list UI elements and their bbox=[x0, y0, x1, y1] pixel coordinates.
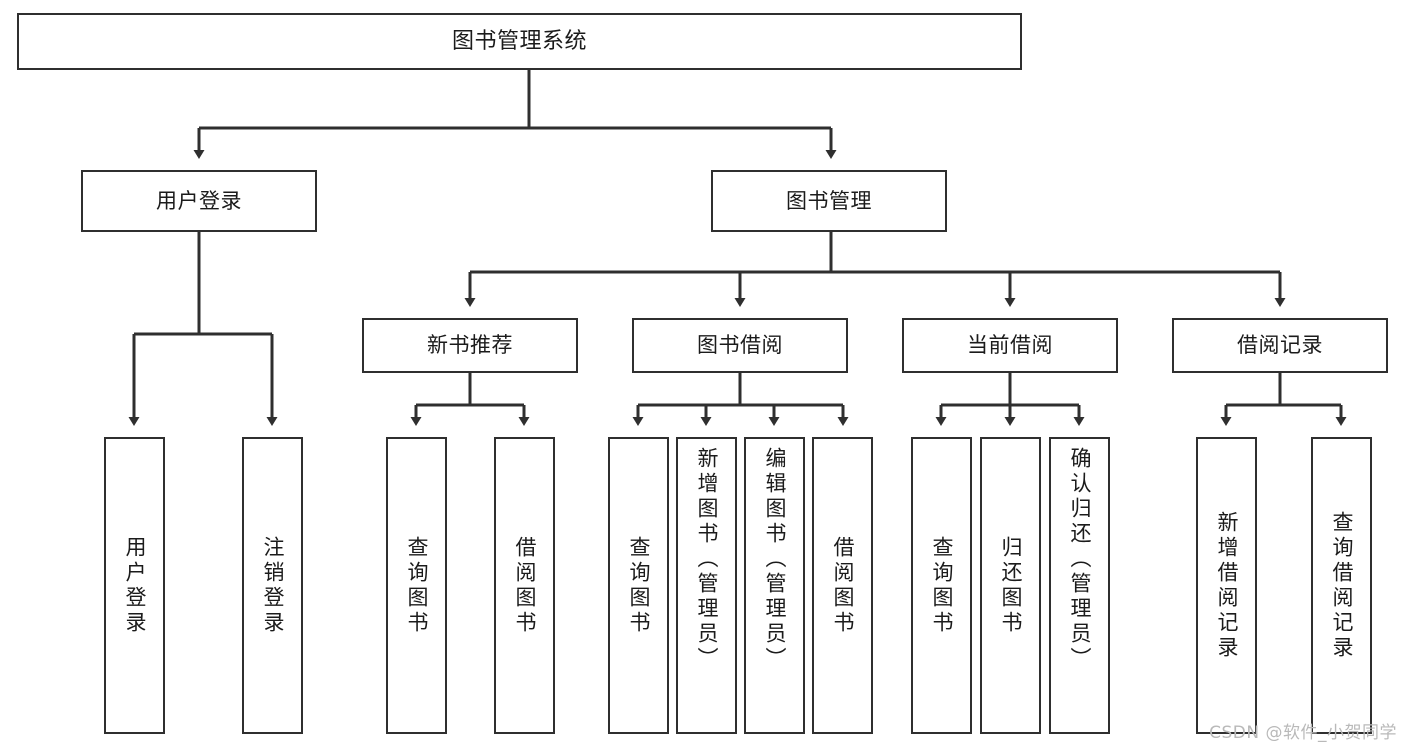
node-user-login-label: 用户登录 bbox=[156, 188, 242, 213]
node-cb-return-book[interactable]: 归还图书 bbox=[980, 437, 1041, 734]
node-bb-borrow-book-label: 借阅图书 bbox=[831, 535, 855, 636]
node-cb-query-book-label: 查询图书 bbox=[930, 535, 954, 636]
node-br-query-record[interactable]: 查询借阅记录 bbox=[1311, 437, 1372, 734]
node-root[interactable]: 图书管理系统 bbox=[17, 13, 1022, 70]
node-user-logout-label: 注销登录 bbox=[261, 535, 285, 636]
node-user-logout[interactable]: 注销登录 bbox=[242, 437, 303, 734]
node-nbr-query-book[interactable]: 查询图书 bbox=[386, 437, 447, 734]
node-root-label: 图书管理系统 bbox=[451, 28, 587, 54]
node-bb-add-book[interactable]: 新增图书（管理员） bbox=[676, 437, 737, 734]
node-cb-confirm-return-label: 确认归还（管理员） bbox=[1068, 447, 1092, 672]
node-book-manage[interactable]: 图书管理 bbox=[711, 170, 947, 232]
node-current-borrow-label: 当前借阅 bbox=[967, 333, 1053, 358]
node-borrow-record-label: 借阅记录 bbox=[1237, 333, 1323, 358]
node-user-login[interactable]: 用户登录 bbox=[81, 170, 317, 232]
node-bb-edit-book-label: 编辑图书（管理员） bbox=[763, 447, 787, 672]
node-cb-return-book-label: 归还图书 bbox=[999, 535, 1023, 636]
node-new-book-rec[interactable]: 新书推荐 bbox=[362, 318, 578, 373]
node-book-manage-label: 图书管理 bbox=[786, 188, 872, 213]
node-br-add-record[interactable]: 新增借阅记录 bbox=[1196, 437, 1257, 734]
node-bb-edit-book[interactable]: 编辑图书（管理员） bbox=[744, 437, 805, 734]
node-user-login-do[interactable]: 用户登录 bbox=[104, 437, 165, 734]
node-current-borrow[interactable]: 当前借阅 bbox=[902, 318, 1118, 373]
node-bb-query-book-label: 查询图书 bbox=[627, 535, 651, 636]
node-user-login-do-label: 用户登录 bbox=[123, 535, 147, 636]
node-nbr-borrow-book[interactable]: 借阅图书 bbox=[494, 437, 555, 734]
node-cb-confirm-return[interactable]: 确认归还（管理员） bbox=[1049, 437, 1110, 734]
node-new-book-rec-label: 新书推荐 bbox=[427, 333, 513, 358]
node-book-borrow-label: 图书借阅 bbox=[697, 333, 783, 358]
node-borrow-record[interactable]: 借阅记录 bbox=[1172, 318, 1388, 373]
node-nbr-borrow-book-label: 借阅图书 bbox=[513, 535, 537, 636]
node-bb-borrow-book[interactable]: 借阅图书 bbox=[812, 437, 873, 734]
node-nbr-query-book-label: 查询图书 bbox=[405, 535, 429, 636]
node-bb-query-book[interactable]: 查询图书 bbox=[608, 437, 669, 734]
node-cb-query-book[interactable]: 查询图书 bbox=[911, 437, 972, 734]
csdn-watermark: CSDN @软件_小贺同学 bbox=[1209, 723, 1397, 743]
node-bb-add-book-label: 新增图书（管理员） bbox=[695, 447, 719, 672]
node-book-borrow[interactable]: 图书借阅 bbox=[632, 318, 848, 373]
node-br-query-record-label: 查询借阅记录 bbox=[1330, 510, 1354, 661]
node-br-add-record-label: 新增借阅记录 bbox=[1215, 510, 1239, 661]
